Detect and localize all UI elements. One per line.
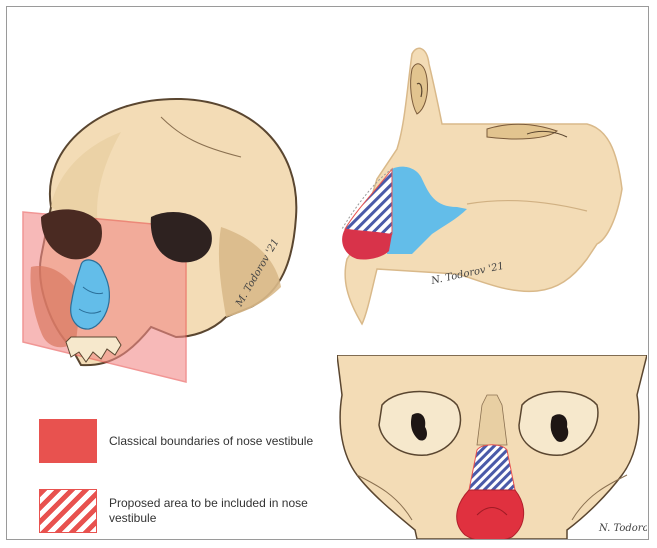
legend-label-classical: Classical boundaries of nose vestibule [109, 434, 319, 449]
frontal-classical-vestibule [457, 490, 524, 539]
legend-item-proposed: Proposed area to be included in nose ves… [39, 489, 319, 533]
legend-swatch-solid [39, 419, 97, 463]
legend-item-classical: Classical boundaries of nose vestibule [39, 419, 319, 463]
frontal-skull-panel: N. Todorov [337, 355, 647, 539]
legend-swatch-hatched [39, 489, 97, 533]
legend-label-proposed: Proposed area to be included in nose ves… [109, 496, 319, 526]
oblique-skull-panel: M. Todorov '21 [11, 87, 311, 387]
figure-frame: M. Todorov '21 [6, 6, 649, 540]
frontal-skull-illustration: N. Todorov [337, 355, 647, 539]
sagittal-section-illustration: N. Todorov '21 [317, 29, 637, 329]
sagittal-section-panel: N. Todorov '21 [317, 29, 637, 329]
proposed-vestibule-area [345, 169, 392, 234]
panel3-signature: N. Todorov [598, 523, 647, 534]
oblique-skull-illustration: M. Todorov '21 [11, 87, 311, 387]
